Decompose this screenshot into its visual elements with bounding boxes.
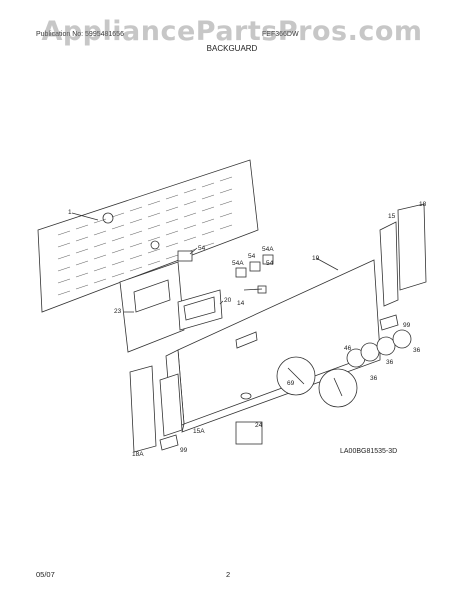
model-number: FEF366DW [262,31,299,38]
callout-labels: 1 54 54A 54A 54 54 18 15 19 20 14 23 99 … [68,201,427,458]
callout-20: 20 [224,297,232,304]
callout-36: 36 [386,359,394,366]
callout-14: 14 [237,300,245,307]
callout-24: 24 [255,422,263,429]
callout-15: 15 [388,213,396,220]
callout-36: 36 [370,375,378,382]
callout-99: 99 [180,447,188,454]
callout-36: 36 [413,347,421,354]
callout-18: 18 [419,201,427,208]
callout-1: 1 [68,209,72,216]
callout-54A: 54A [262,246,274,253]
callout-69: 69 [287,380,295,387]
callout-99: 99 [403,322,411,329]
page-number: 2 [226,570,231,579]
end-cap-right-part [379,221,399,307]
watermark-logo: AppliancePartsPros.com [41,16,423,47]
callout-18A: 18A [132,451,144,458]
callout-54: 54 [198,245,206,252]
publication-number: Publication No: 5995481656 [36,31,124,38]
callout-19: 19 [312,255,320,262]
diagram-code: LA00BG81535-3D [340,448,398,455]
switch-part [235,421,263,445]
callout-15A: 15A [193,428,205,435]
bracket-part [119,261,185,353]
callout-54: 54 [266,260,274,267]
section-title: BACKGUARD [206,44,258,53]
callout-54A: 54A [232,260,244,267]
callout-54: 54 [248,253,256,260]
control-board-part [177,289,223,331]
footer-date: 05/07 [36,570,55,579]
back-panel-part [37,159,259,313]
callout-46: 46 [344,345,352,352]
end-cap-left-part [129,365,157,453]
relay-part [177,250,193,262]
callout-23: 23 [114,308,122,315]
